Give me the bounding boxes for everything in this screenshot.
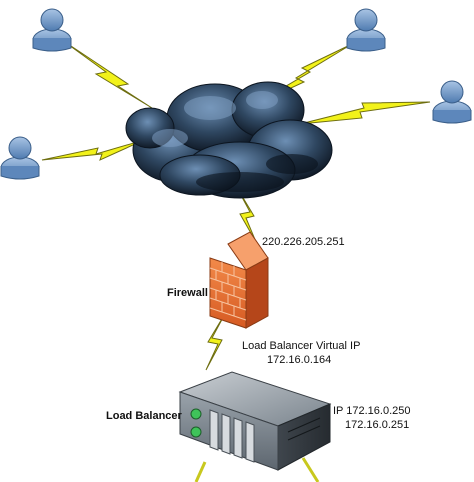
- status-led-icon: [190, 408, 202, 420]
- status-led-icon: [190, 426, 202, 438]
- user-icon: [0, 136, 40, 180]
- load-balancer-server-icon: [178, 371, 332, 471]
- lightning-bolt-icon: [205, 311, 227, 371]
- user-icon: [432, 80, 472, 124]
- lb-ip-label-2: 172.16.0.251: [345, 419, 409, 431]
- load-balancer-label: Load Balancer: [106, 410, 183, 422]
- lightning-bolt-icon: [299, 101, 431, 125]
- internet-cloud-icon: [125, 81, 333, 199]
- user-icon: [32, 8, 72, 52]
- lightning-bolt-icon: [61, 39, 153, 109]
- lb-ip-label-1: IP 172.16.0.250: [333, 405, 410, 417]
- vip-title-label: Load Balancer Virtual IP: [242, 340, 360, 352]
- connection-line: [194, 457, 320, 482]
- vip-ip-label: 172.16.0.164: [267, 354, 331, 366]
- firewall-brick-icon: [209, 231, 269, 329]
- user-icon: [346, 8, 386, 52]
- lightning-bolt-icon: [41, 139, 145, 161]
- wan-ip-label: 220.226.205.251: [262, 236, 345, 248]
- firewall-label: Firewall: [167, 287, 208, 299]
